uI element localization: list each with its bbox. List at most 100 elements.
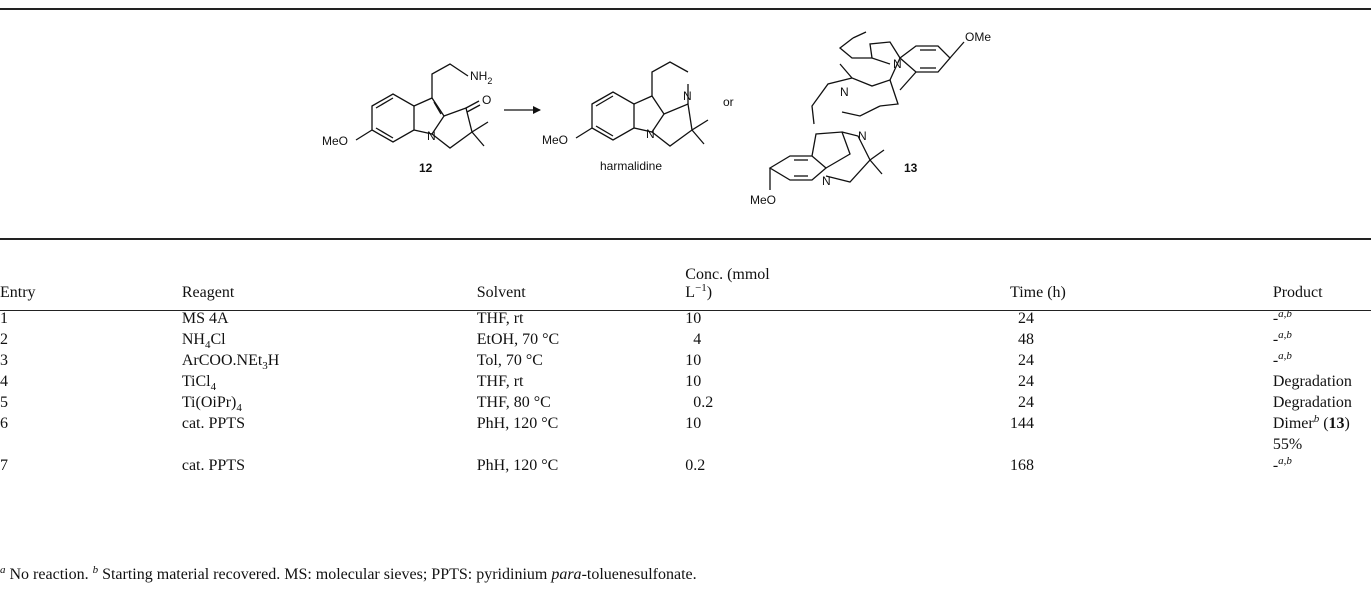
reaction-scheme: NH2 O MeO N 12 MeO N N harmalidine or: [322, 30, 991, 207]
table-footnote: a No reaction. b Starting material recov…: [0, 563, 697, 584]
product-footnote-mark: b: [1313, 412, 1320, 425]
product-value: -: [1272, 331, 1279, 348]
product-value: -: [1272, 352, 1279, 369]
product-footnote-mark: a,b: [1278, 328, 1292, 341]
meo-label-13: MeO: [750, 193, 776, 207]
cell-entry: 4: [0, 371, 182, 392]
time-value: 144: [1010, 415, 1035, 432]
cell-reagent: cat. PPTS: [182, 455, 477, 476]
cell-product: -a,b: [1273, 308, 1371, 329]
cell-conc: 10: [685, 371, 1010, 392]
compound-13-label: 13: [904, 161, 918, 175]
cell-reagent: MS 4A: [182, 308, 477, 329]
product-yield: 55%: [1272, 436, 1303, 453]
cell-time: 24: [1010, 392, 1273, 413]
time-value: 24: [1018, 394, 1035, 411]
reagent-suffix: Cl: [210, 331, 226, 348]
bottom-rule-helper: [0, 310, 1371, 311]
cell-solvent: PhH, 120 °C: [477, 455, 686, 476]
or-label: or: [723, 95, 734, 109]
product-value: Dimer: [1272, 415, 1314, 432]
conc-value: 4: [693, 331, 702, 348]
cell-entry: 7: [0, 455, 182, 476]
cell-time: 48: [1010, 329, 1273, 350]
product-value: Degradation: [1272, 394, 1352, 411]
compound-12-structure: [355, 63, 489, 149]
solvent-value: THF, 80 °C: [476, 394, 551, 411]
entry-value: 3: [0, 352, 8, 369]
product-footnote-mark: a,b: [1278, 454, 1292, 467]
footnote-b-mark: b: [92, 563, 99, 576]
mid-rule: [0, 238, 1371, 240]
header-conc-sup: −1: [695, 281, 707, 294]
header-product: Product: [1272, 284, 1323, 301]
cell-solvent: EtOH, 70 °C: [477, 329, 686, 350]
cell-product: -a,b: [1273, 350, 1371, 371]
n-label-13-bottom-imine: N: [858, 129, 867, 143]
cell-solvent: THF, rt: [477, 371, 686, 392]
reagent-suffix: H: [267, 352, 280, 369]
conc-value: 10: [685, 415, 702, 432]
product-value: -: [1272, 457, 1279, 474]
product-compound-number: 13: [1328, 415, 1345, 432]
cell-time: 24: [1010, 308, 1273, 329]
reagent-subscript: 3: [262, 360, 268, 373]
header-conc-close: ): [706, 284, 713, 301]
cell-time: 24: [1010, 350, 1273, 371]
cell-reagent: TiCl4: [182, 371, 477, 393]
n-label-13-top-ring: N: [893, 57, 902, 71]
entry-value: 5: [0, 394, 8, 411]
conc-value: 10: [685, 373, 702, 390]
product-value: Degradation: [1272, 373, 1352, 390]
cell-conc: 4: [685, 329, 1010, 350]
header-time: Time (h): [1010, 284, 1066, 301]
cell-conc: 0.2: [685, 392, 1010, 413]
solvent-value: THF, rt: [476, 310, 524, 327]
cell-product: Degradation: [1273, 371, 1371, 392]
product-value: -: [1272, 310, 1279, 327]
cell-reagent: ArCOO.NEt3H: [182, 350, 477, 373]
time-value: 168: [1010, 457, 1035, 474]
product-footnote-mark: a,b: [1278, 307, 1292, 320]
cell-solvent: Tol, 70 °C: [477, 350, 686, 371]
entry-value: 6: [0, 415, 8, 432]
solvent-value: PhH, 120 °C: [476, 415, 559, 432]
compound-12-label: 12: [419, 161, 433, 175]
n-label-harmalidine-imine: N: [683, 89, 692, 103]
conc-value: 0.2: [693, 394, 714, 411]
cell-entry: 1: [0, 308, 182, 329]
header-solvent: Solvent: [476, 284, 526, 301]
dimer-13-structure: [768, 31, 965, 190]
footnote-tail: -toluenesulfonate.: [581, 566, 697, 583]
product-footnote-mark: a,b: [1278, 349, 1292, 362]
cell-product: -a,b: [1273, 455, 1371, 476]
header-conc: Conc. (mmol L−1): [685, 244, 1010, 308]
solvent-value: PhH, 120 °C: [476, 457, 559, 474]
cell-conc: 0.2: [685, 455, 1010, 476]
conditions-table: Entry Reagent Solvent Conc. (mmol L−1) T…: [0, 244, 1371, 476]
entry-value: 7: [0, 457, 8, 474]
cell-time: 24: [1010, 371, 1273, 392]
ome-label-13: OMe: [965, 30, 991, 44]
conc-value: 10: [685, 352, 702, 369]
reagent-value: cat. PPTS: [181, 415, 245, 432]
cell-reagent: Ti(OiPr)4: [182, 392, 477, 414]
product-close: ): [1344, 415, 1350, 432]
cell-solvent: THF, rt: [477, 308, 686, 329]
n-label-harmalidine-ring: N: [646, 127, 655, 141]
footnote-italic: para: [551, 566, 582, 583]
cell-entry: 3: [0, 350, 182, 371]
meo-label-harmalidine: MeO: [542, 133, 568, 147]
time-value: 48: [1018, 331, 1035, 348]
n-label-13-bottom-ring: N: [822, 174, 831, 188]
top-rule: [0, 8, 1371, 10]
cell-conc: 10: [685, 308, 1010, 329]
header-conc-l: L: [685, 284, 696, 301]
reagent-value: NH: [181, 331, 205, 348]
